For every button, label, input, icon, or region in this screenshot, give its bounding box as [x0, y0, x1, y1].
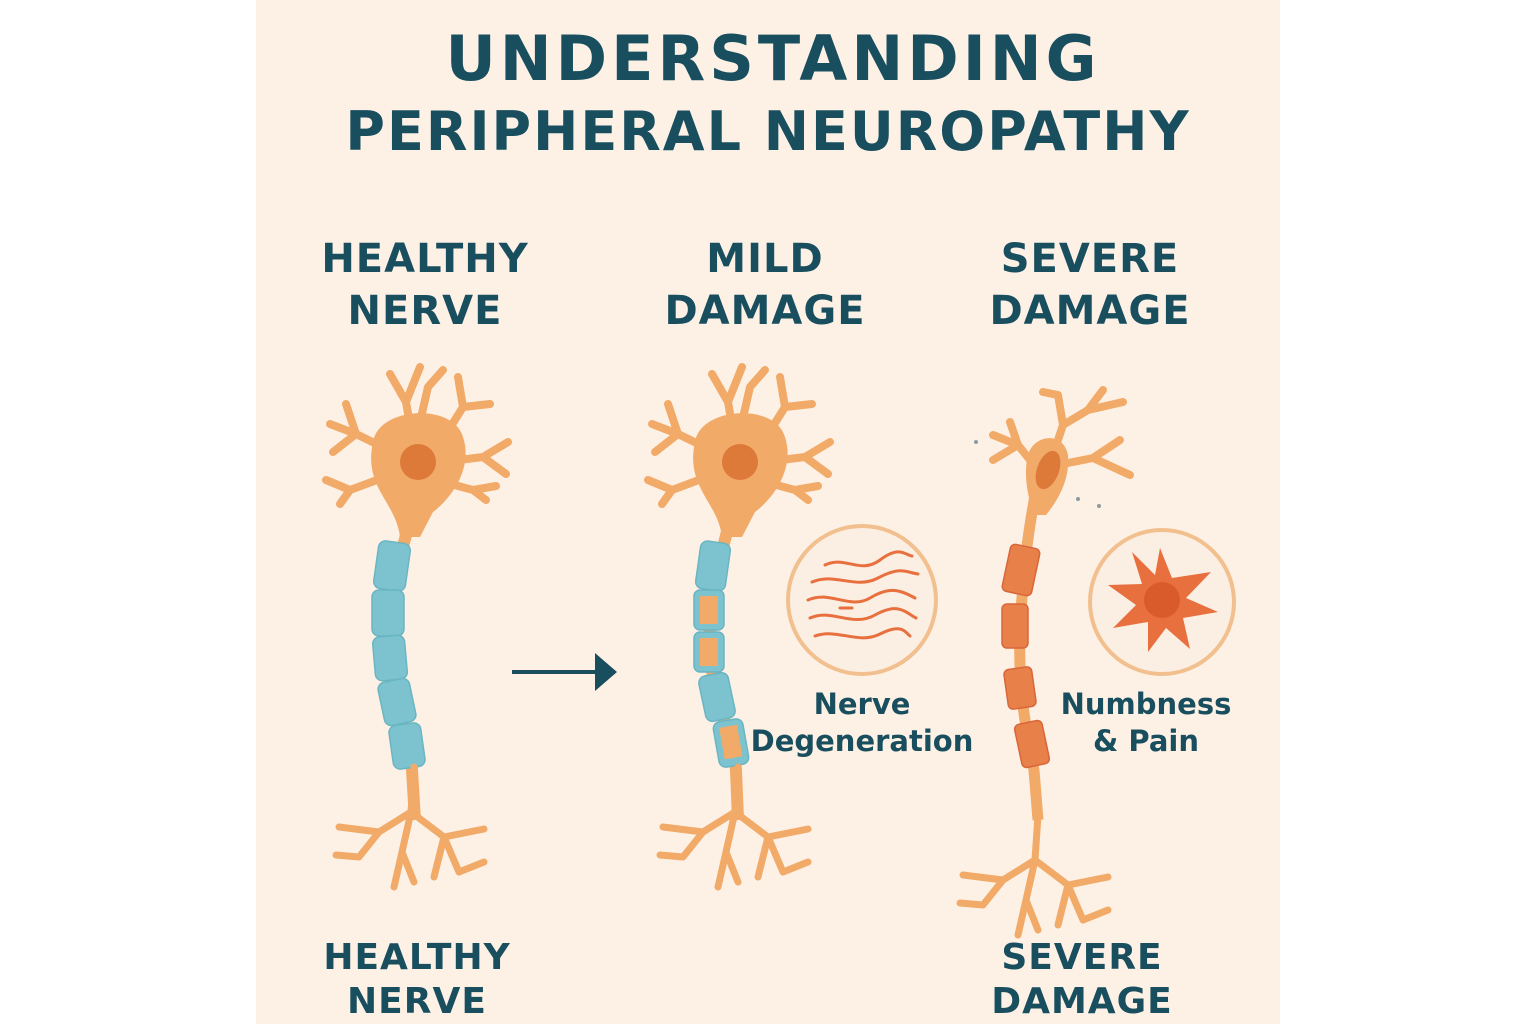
wavy-fibers-icon: [786, 524, 938, 676]
page-title-line1: UNDERSTANDING: [445, 22, 1101, 95]
nucleus: [1035, 450, 1061, 490]
stage-header-line: HEALTHY: [321, 236, 529, 282]
nucleus: [722, 444, 758, 480]
pain-burst-icon: [1088, 528, 1236, 676]
bottom-label-line: HEALTHY: [323, 937, 511, 978]
callout-line: Nerve: [813, 687, 911, 721]
stage-header-line: SEVERE: [1000, 236, 1180, 282]
page-title-line2: PERIPHERAL NEUROPATHY: [345, 100, 1191, 163]
bottom-label-line: DAMAGE: [991, 981, 1173, 1022]
callout-line: Degeneration: [750, 724, 974, 758]
bottom-label-healthy: HEALTHY NERVE: [267, 936, 567, 1024]
damaged-myelin-sheath: [693, 540, 750, 768]
stage-header-severe: SEVERE DAMAGE: [940, 233, 1240, 337]
myelin-sheath: [371, 540, 426, 770]
callout-line: & Pain: [1092, 724, 1200, 758]
degraded-myelin-sheath: [1001, 543, 1051, 769]
callout-nerve-degeneration: Nerve Degeneration: [742, 686, 982, 760]
stage-header-line: DAMAGE: [989, 288, 1191, 334]
stage-header-mild: MILD DAMAGE: [615, 233, 915, 337]
mild-damage-neuron: [648, 367, 830, 887]
stage-header-healthy: HEALTHY NERVE: [275, 233, 575, 337]
bottom-label-severe: SEVERE DAMAGE: [932, 936, 1232, 1024]
callout-line: Numbness: [1060, 687, 1232, 721]
bottom-label-line: NERVE: [347, 981, 487, 1022]
healthy-neuron: [326, 367, 508, 887]
bottom-label-line: SEVERE: [1001, 937, 1163, 978]
progression-arrow-icon: [512, 653, 617, 691]
nucleus: [400, 444, 436, 480]
severe-damage-neuron: [960, 386, 1134, 935]
stage-header-line: MILD: [706, 236, 824, 282]
debris: [974, 440, 1101, 508]
callout-numbness-pain: Numbness & Pain: [1046, 686, 1246, 760]
stage-header-line: NERVE: [347, 288, 503, 334]
stage-header-line: DAMAGE: [664, 288, 866, 334]
